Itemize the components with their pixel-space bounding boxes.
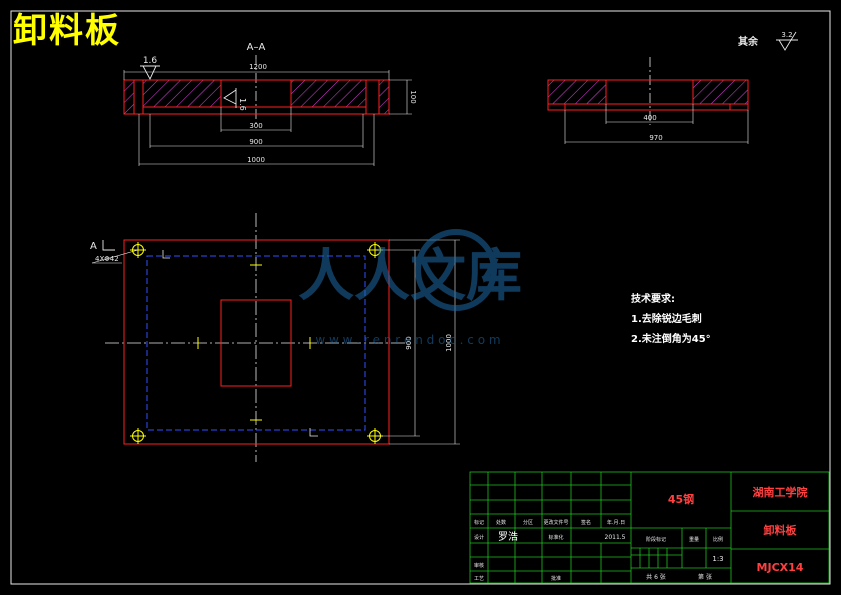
section-view-aa: A–A 1.6 1.6 1200 100 300 bbox=[123, 42, 417, 166]
dim-inner-900: 900 bbox=[249, 138, 262, 146]
svg-text:批准: 批准 bbox=[551, 575, 561, 582]
svg-text:w w w . r e n r e n d o c . c: w w w . r e n r e n d o c . c o m bbox=[315, 333, 500, 347]
dim-thickness: 100 bbox=[409, 90, 417, 103]
section-label: A–A bbox=[247, 42, 266, 53]
svg-text:共 6 张: 共 6 张 bbox=[646, 573, 666, 581]
dim-opening-300: 300 bbox=[249, 122, 262, 130]
drawing-title: 卸料板 bbox=[13, 11, 121, 51]
svg-text:比例: 比例 bbox=[713, 536, 723, 543]
tech-item-2: 2.未注倒角为45° bbox=[631, 332, 711, 345]
svg-text:标记: 标记 bbox=[474, 519, 484, 526]
svg-text:签名: 签名 bbox=[581, 519, 591, 526]
svg-text:年.月.日: 年.月.日 bbox=[607, 519, 625, 526]
top-view: A 4XΦ42 900 1000 bbox=[90, 213, 460, 462]
svg-text:3.2: 3.2 bbox=[781, 31, 792, 39]
side-view: 400 970 bbox=[547, 57, 749, 144]
dim-right-400: 400 bbox=[643, 114, 656, 122]
svg-text:更改文件号: 更改文件号 bbox=[543, 519, 568, 526]
tech-heading: 技术要求: bbox=[631, 292, 675, 305]
dim-height-1000: 1000 bbox=[445, 334, 453, 352]
dim-holes: 4XΦ42 bbox=[95, 255, 119, 263]
drawing-border bbox=[10, 10, 831, 585]
svg-text:其余: 其余 bbox=[738, 35, 759, 48]
tb-designer: 罗浩 bbox=[498, 531, 518, 543]
tb-material: 45钢 bbox=[668, 492, 694, 506]
tb-drawing-no: MJCX14 bbox=[757, 561, 804, 574]
svg-text:人人文库: 人人文库 bbox=[298, 244, 522, 309]
svg-text:第 张: 第 张 bbox=[698, 573, 712, 581]
title-block-text: 45钢 湖南工学院 卸料板 MJCX14 标记 处数 分区 更改文件号 签名 年… bbox=[474, 485, 808, 582]
dim-right-970: 970 bbox=[649, 134, 662, 142]
view-marker: A bbox=[90, 241, 97, 252]
tb-scale: 1:3 bbox=[712, 555, 723, 563]
roughness-symbol-inner bbox=[223, 88, 237, 108]
tb-school: 湖南工学院 bbox=[753, 485, 808, 499]
tech-item-1: 1.去除锐边毛刺 bbox=[631, 312, 702, 325]
svg-text:工艺: 工艺 bbox=[474, 576, 484, 582]
watermark: 人人文库 w w w . r e n r e n d o c . c o m bbox=[298, 229, 522, 347]
tb-date: 2011.5 bbox=[605, 534, 626, 541]
roughness-main-value: 1.6 bbox=[143, 56, 158, 66]
svg-text:分区: 分区 bbox=[523, 519, 533, 526]
dim-overall-top: 1200 bbox=[249, 63, 267, 71]
title-block bbox=[469, 471, 830, 584]
dim-overall-1000: 1000 bbox=[247, 156, 265, 164]
svg-text:处数: 处数 bbox=[496, 519, 506, 526]
tech-requirements: 技术要求: 1.去除锐边毛刺 2.未注倒角为45° bbox=[631, 292, 711, 345]
dim-height-900: 900 bbox=[405, 336, 413, 349]
roughness-rest-note: 其余 3.2 bbox=[738, 31, 798, 51]
tb-part-name: 卸料板 bbox=[764, 523, 798, 537]
svg-text:设计: 设计 bbox=[474, 534, 484, 541]
svg-text:标准化: 标准化 bbox=[548, 534, 563, 541]
svg-text:审核: 审核 bbox=[474, 562, 484, 569]
svg-text:阶段标记: 阶段标记 bbox=[646, 536, 666, 543]
svg-text:重量: 重量 bbox=[689, 536, 699, 543]
svg-text:1.6: 1.6 bbox=[238, 98, 247, 111]
